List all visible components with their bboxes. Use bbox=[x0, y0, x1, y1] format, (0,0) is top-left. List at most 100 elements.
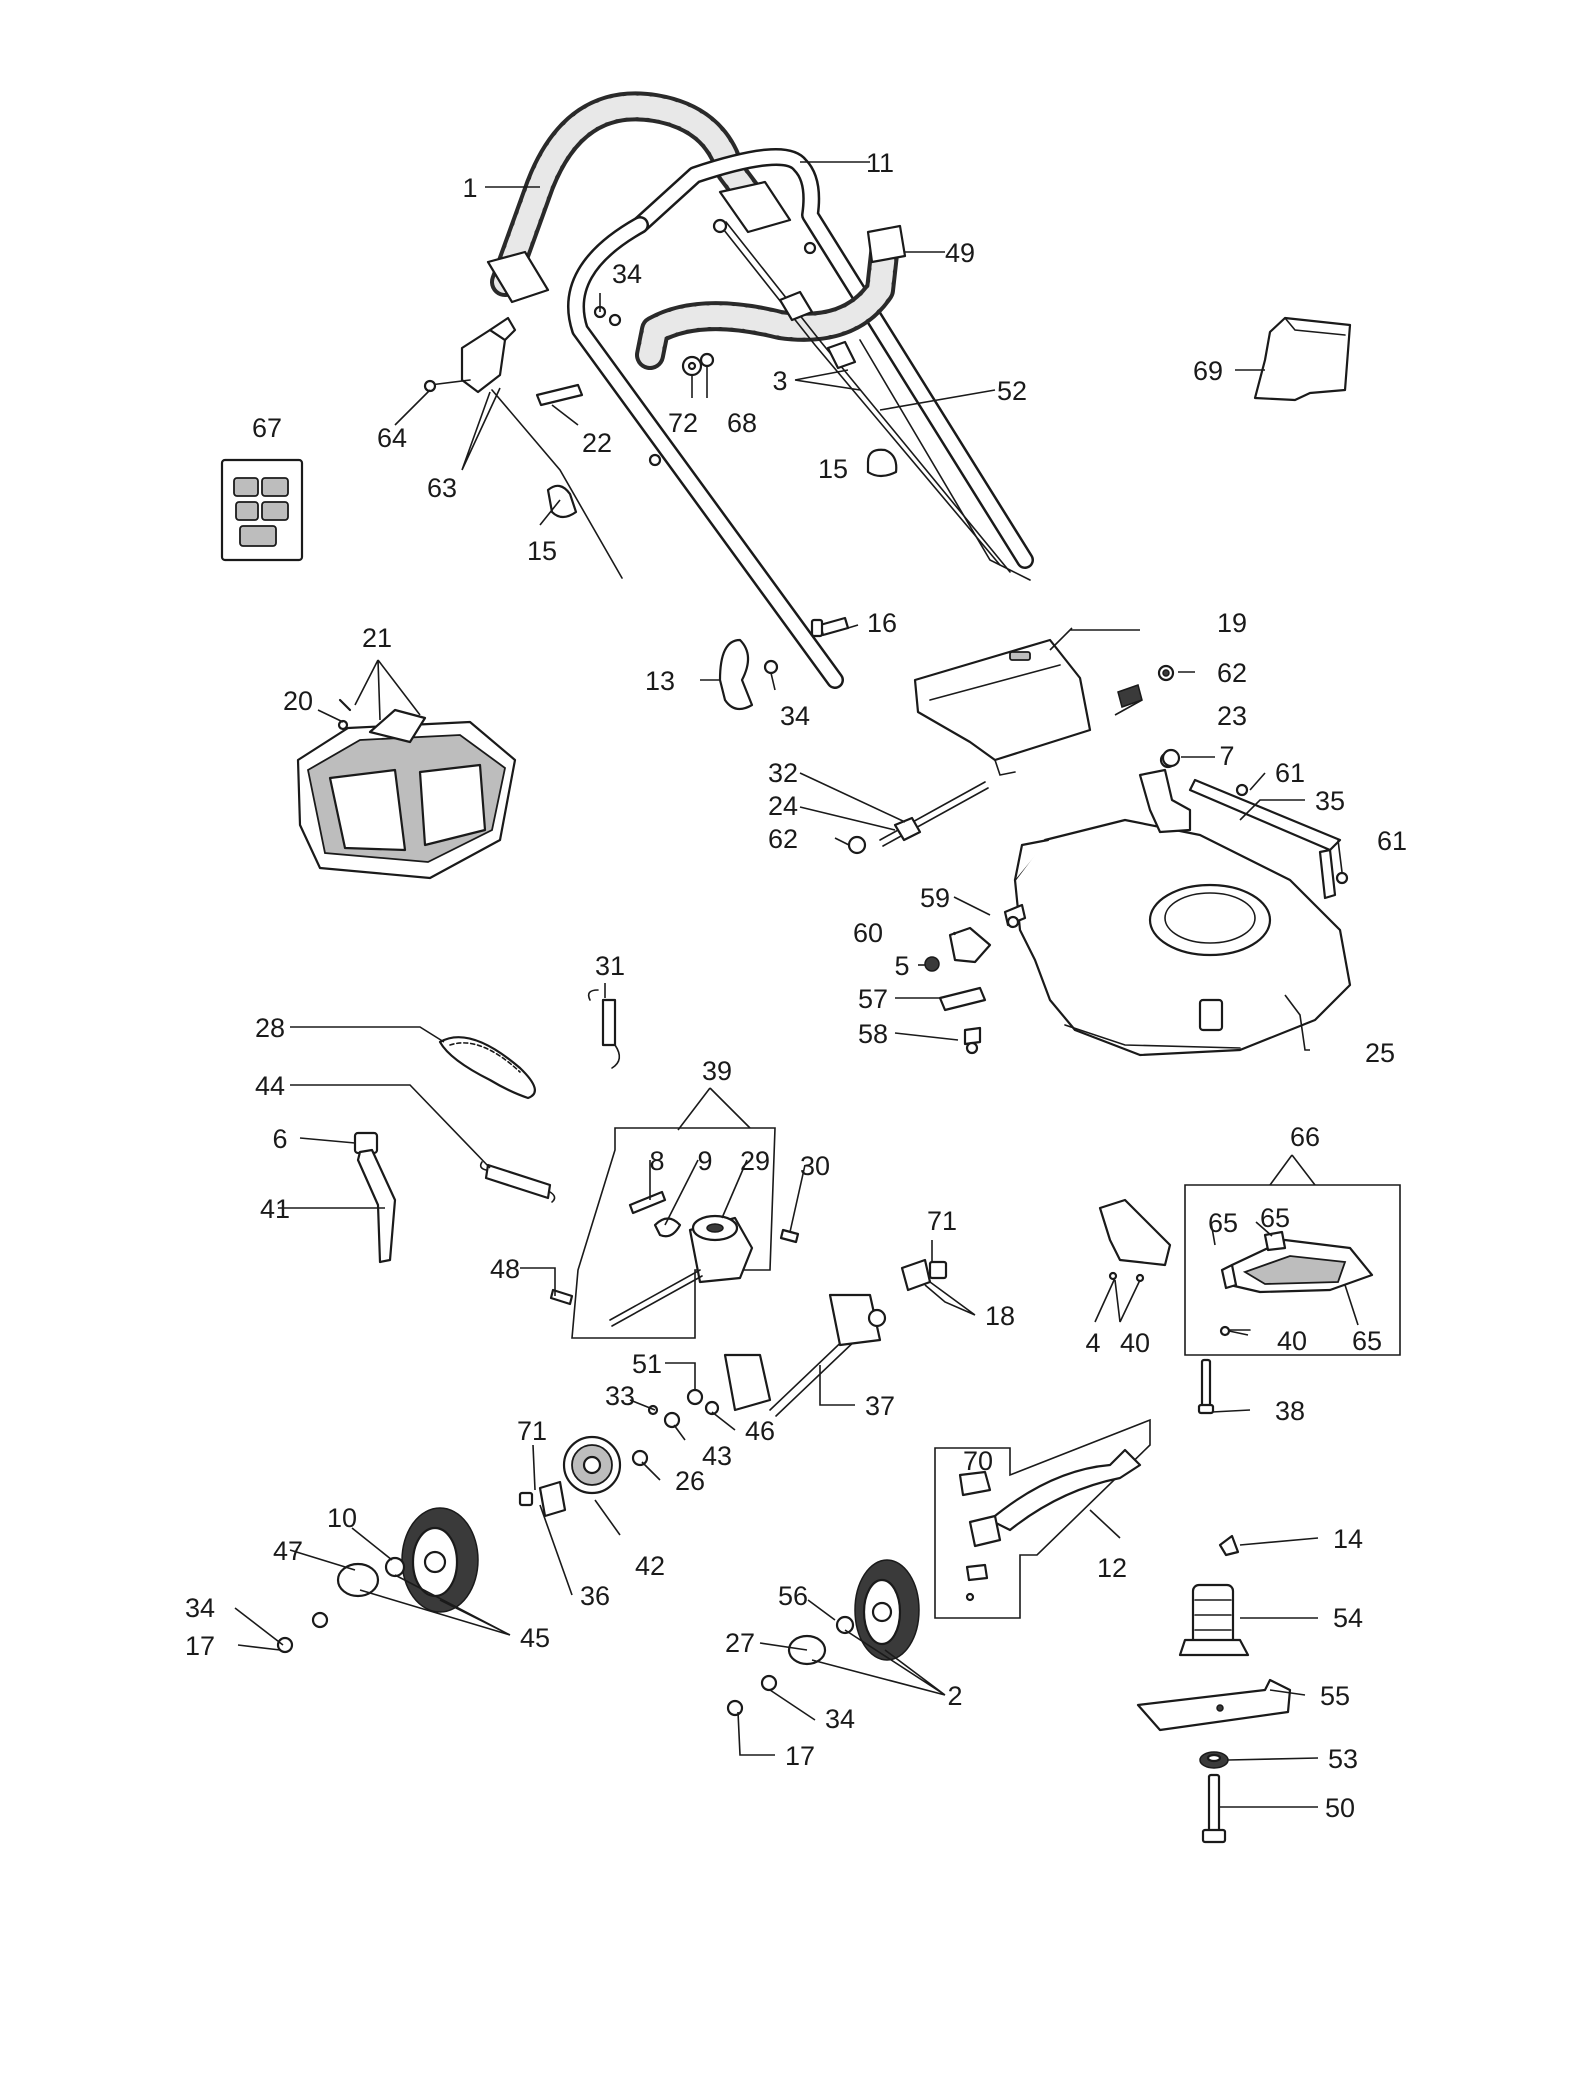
label-65-left: 65 bbox=[1208, 1208, 1238, 1238]
spring-part-23 bbox=[1117, 664, 1175, 708]
label-36: 36 bbox=[580, 1581, 610, 1611]
blade-guard-parts-65 bbox=[1219, 1230, 1374, 1337]
label-53: 53 bbox=[1328, 1744, 1358, 1774]
label-18: 18 bbox=[985, 1301, 1015, 1331]
label-65-top: 65 bbox=[1260, 1203, 1290, 1233]
label-37: 37 bbox=[865, 1391, 895, 1421]
label-57: 57 bbox=[858, 984, 888, 1014]
label-14: 14 bbox=[1333, 1524, 1363, 1554]
label-17-right: 17 bbox=[785, 1741, 815, 1771]
label-72: 72 bbox=[668, 408, 698, 438]
label-44: 44 bbox=[255, 1071, 285, 1101]
label-55: 55 bbox=[1320, 1681, 1350, 1711]
label-23: 23 bbox=[1217, 701, 1247, 731]
gearbox-small-parts-8-9-30-48 bbox=[549, 1190, 800, 1306]
label-39: 39 bbox=[702, 1056, 732, 1086]
label-43: 43 bbox=[702, 1441, 732, 1471]
label-59: 59 bbox=[920, 883, 950, 913]
label-66: 66 bbox=[1290, 1122, 1320, 1152]
label-41: 41 bbox=[260, 1194, 290, 1224]
label-62-upper: 62 bbox=[1217, 658, 1247, 688]
label-4: 4 bbox=[1085, 1328, 1100, 1358]
knob-part-13 bbox=[718, 638, 779, 711]
label-21: 21 bbox=[362, 623, 392, 653]
grass-bag-part-21 bbox=[296, 698, 517, 880]
mower-deck-part-25 bbox=[1013, 768, 1352, 1057]
label-32: 32 bbox=[768, 758, 798, 788]
key-part-14 bbox=[1218, 1534, 1240, 1557]
spring-part-31 bbox=[587, 989, 621, 1069]
bolt-part-16 bbox=[810, 616, 850, 638]
label-63: 63 bbox=[427, 473, 457, 503]
label-15-lower: 15 bbox=[527, 536, 557, 566]
label-40-deflector: 40 bbox=[1120, 1328, 1150, 1358]
label-49: 49 bbox=[945, 238, 975, 268]
label-12: 12 bbox=[1097, 1553, 1127, 1583]
label-65-right: 65 bbox=[1352, 1326, 1382, 1356]
label-11: 11 bbox=[866, 148, 894, 178]
axle-part-37 bbox=[723, 1293, 887, 1417]
washers-parts-51-33-43-46 bbox=[647, 1388, 720, 1429]
callout-labels: 1 11 49 34 69 3 52 72 68 67 64 22 63 15 … bbox=[185, 148, 1407, 1823]
label-35: 35 bbox=[1315, 786, 1345, 816]
label-46: 46 bbox=[745, 1416, 775, 1446]
label-24: 24 bbox=[768, 791, 798, 821]
gearbox-part-29 bbox=[609, 1214, 754, 1327]
label-40-guard: 40 bbox=[1277, 1326, 1307, 1356]
label-28: 28 bbox=[255, 1013, 285, 1043]
gearbox-kit-boundary-39 bbox=[571, 1127, 776, 1339]
pinion-parts-71-18 bbox=[900, 1258, 948, 1292]
label-25: 25 bbox=[1365, 1038, 1395, 1068]
label-56: 56 bbox=[778, 1581, 808, 1611]
label-61-lower: 61 bbox=[1377, 826, 1407, 856]
label-67: 67 bbox=[252, 413, 282, 443]
label-58: 58 bbox=[858, 1019, 888, 1049]
belt-part-28 bbox=[438, 1036, 536, 1100]
rear-wheel-right-part-2 bbox=[726, 1559, 920, 1717]
label-54: 54 bbox=[1333, 1603, 1363, 1633]
label-30: 30 bbox=[800, 1151, 830, 1181]
label-3: 3 bbox=[772, 366, 787, 396]
label-60: 60 bbox=[853, 918, 883, 948]
label-9: 9 bbox=[697, 1146, 712, 1176]
cables-parts-3-52 bbox=[712, 218, 1031, 581]
label-29: 29 bbox=[740, 1146, 770, 1176]
small-parts-upper bbox=[593, 305, 898, 478]
rod-parts-32-24 bbox=[847, 781, 989, 855]
label-17-left: 17 bbox=[185, 1631, 215, 1661]
label-6: 6 bbox=[272, 1124, 287, 1154]
blade-adapter-boundary-66 bbox=[1184, 1184, 1401, 1356]
label-27: 27 bbox=[725, 1628, 755, 1658]
throttle-lever-parts-63-64-22 bbox=[423, 316, 623, 579]
label-38: 38 bbox=[1275, 1396, 1305, 1426]
blade-adapter-part-54 bbox=[1178, 1583, 1250, 1657]
label-19: 19 bbox=[1217, 608, 1247, 638]
label-71-pinion: 71 bbox=[927, 1206, 957, 1236]
washer-part-53 bbox=[1199, 1751, 1229, 1769]
handle-frame-part-11 bbox=[567, 148, 1034, 689]
label-64: 64 bbox=[377, 423, 407, 453]
label-61-upper: 61 bbox=[1275, 758, 1305, 788]
label-15-upper: 15 bbox=[818, 454, 848, 484]
label-48: 48 bbox=[490, 1254, 520, 1284]
drive-control-bar-part-49 bbox=[635, 224, 907, 370]
label-51: 51 bbox=[632, 1349, 662, 1379]
label-34-left: 34 bbox=[185, 1593, 215, 1623]
leader-lines bbox=[234, 161, 1359, 1808]
label-69: 69 bbox=[1193, 356, 1223, 386]
rear-flap-part-19 bbox=[913, 638, 1092, 776]
label-34-right: 34 bbox=[825, 1704, 855, 1734]
decal-part-67 bbox=[220, 458, 304, 562]
label-10: 10 bbox=[327, 1503, 357, 1533]
label-16: 16 bbox=[867, 608, 897, 638]
label-31: 31 bbox=[595, 951, 625, 981]
spring-part-44 bbox=[479, 1161, 556, 1203]
label-13: 13 bbox=[645, 666, 675, 696]
label-71-pulley: 71 bbox=[517, 1416, 547, 1446]
label-2: 2 bbox=[947, 1681, 962, 1711]
label-45: 45 bbox=[520, 1623, 550, 1653]
label-42: 42 bbox=[635, 1551, 665, 1581]
rear-wheel-left-part-45 bbox=[276, 1507, 479, 1654]
label-33: 33 bbox=[605, 1381, 635, 1411]
